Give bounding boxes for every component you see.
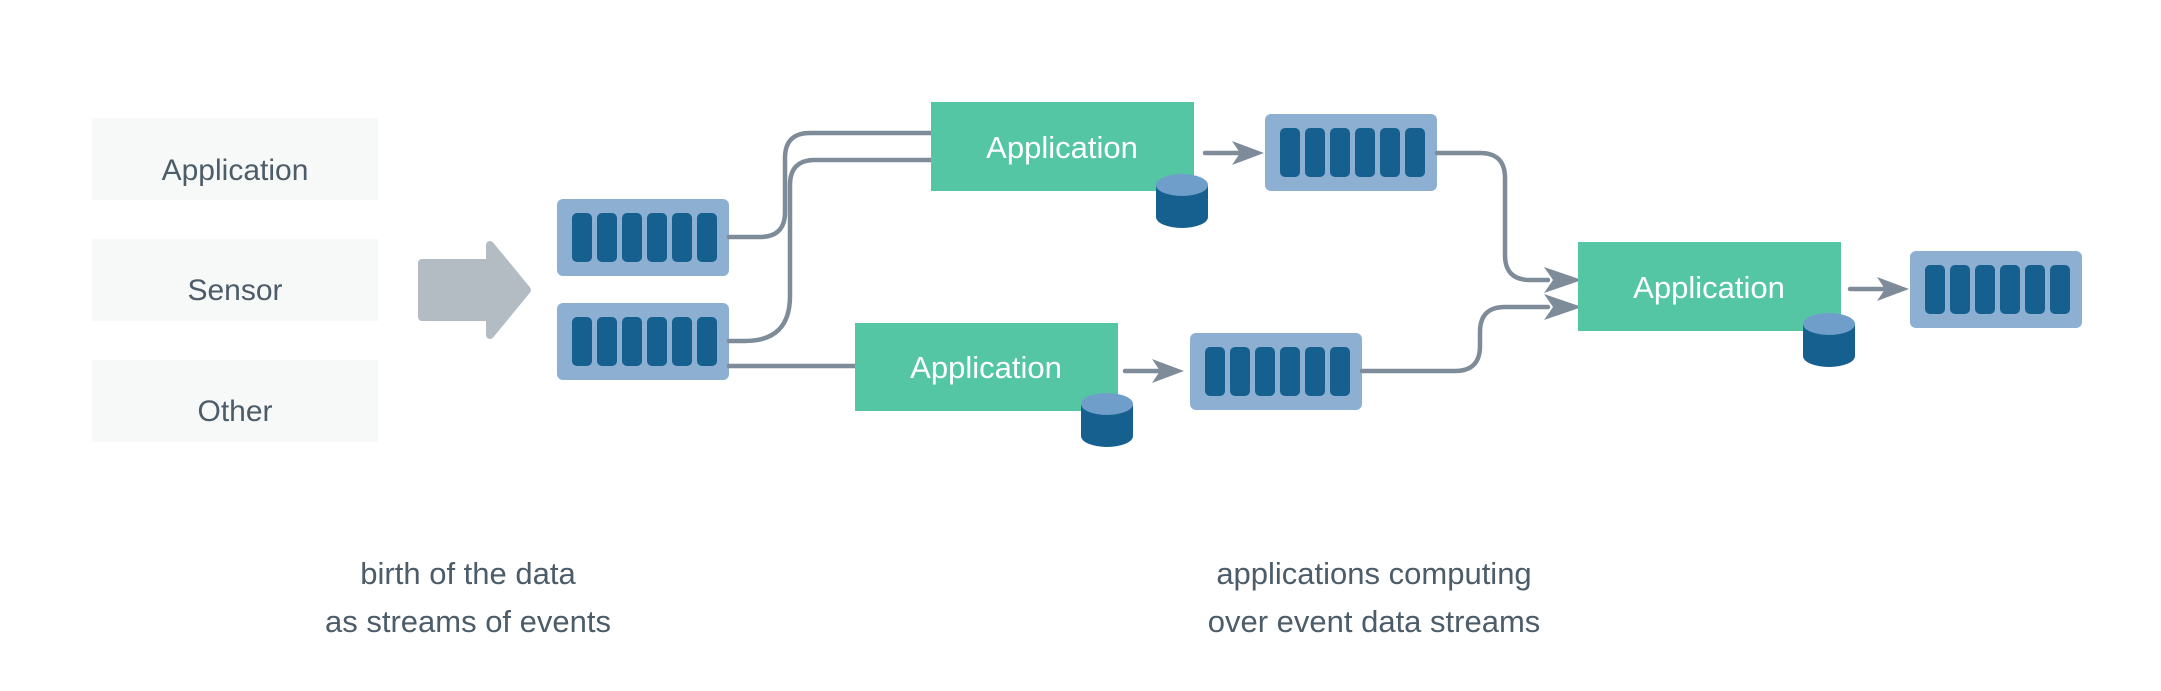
caption-left-line-2: as streams of events — [325, 604, 611, 639]
source-box-sensor[interactable]: Sensor — [92, 239, 378, 321]
stream-icon-out-final[interactable] — [1910, 251, 2082, 328]
application-box-final[interactable]: Application — [1578, 242, 1855, 367]
caption-right-line-2: over event data streams — [1208, 604, 1541, 639]
application-label-top: Application — [986, 130, 1138, 165]
application-box-lower[interactable]: Application — [855, 323, 1133, 447]
stream-icon-out-top[interactable] — [1265, 114, 1437, 191]
application-label-lower: Application — [910, 350, 1062, 385]
stream-icon-source-bottom[interactable] — [557, 303, 729, 380]
application-label-final: Application — [1633, 270, 1785, 305]
connector-stream-out-top-to-app-final — [1434, 150, 1551, 283]
source-label-other: Other — [197, 395, 272, 428]
stream-icon-out-middle[interactable] — [1190, 333, 1362, 410]
caption-left-line-1: birth of the data — [360, 556, 576, 591]
arrowhead-app-final-to-stream-out-final — [1877, 277, 1909, 301]
ingest-arrow — [418, 241, 531, 339]
arrowhead-app-lower-to-stream-out-middle — [1152, 359, 1184, 383]
connector-stream-out-middle-to-app-final — [1359, 304, 1551, 374]
database-icon-lower — [1081, 393, 1133, 447]
source-label-sensor: Sensor — [187, 274, 282, 307]
source-box-application[interactable]: Application — [92, 118, 378, 200]
arrowhead-stream-out-middle-to-app-final — [1544, 294, 1582, 320]
arrowhead-app-top-to-stream-out-top — [1232, 141, 1264, 165]
source-box-other[interactable]: Other — [92, 360, 378, 442]
database-icon-top — [1156, 174, 1208, 228]
connector-source-top-to-app-top — [726, 130, 1093, 240]
arrowhead-stream-out-top-to-app-final — [1544, 267, 1582, 293]
caption-right-line-1: applications computing — [1216, 556, 1531, 591]
event-source-list: Application Sensor Other — [92, 118, 378, 442]
application-box-top[interactable]: Application — [931, 102, 1208, 228]
database-icon-final — [1803, 313, 1855, 367]
caption-right: applications computing over event data s… — [1208, 556, 1541, 639]
source-label-application: Application — [162, 154, 309, 187]
connector-source-bottom-to-app-top — [726, 157, 1093, 344]
caption-left: birth of the data as streams of events — [325, 556, 611, 639]
stream-icon-source-top[interactable] — [557, 199, 729, 276]
